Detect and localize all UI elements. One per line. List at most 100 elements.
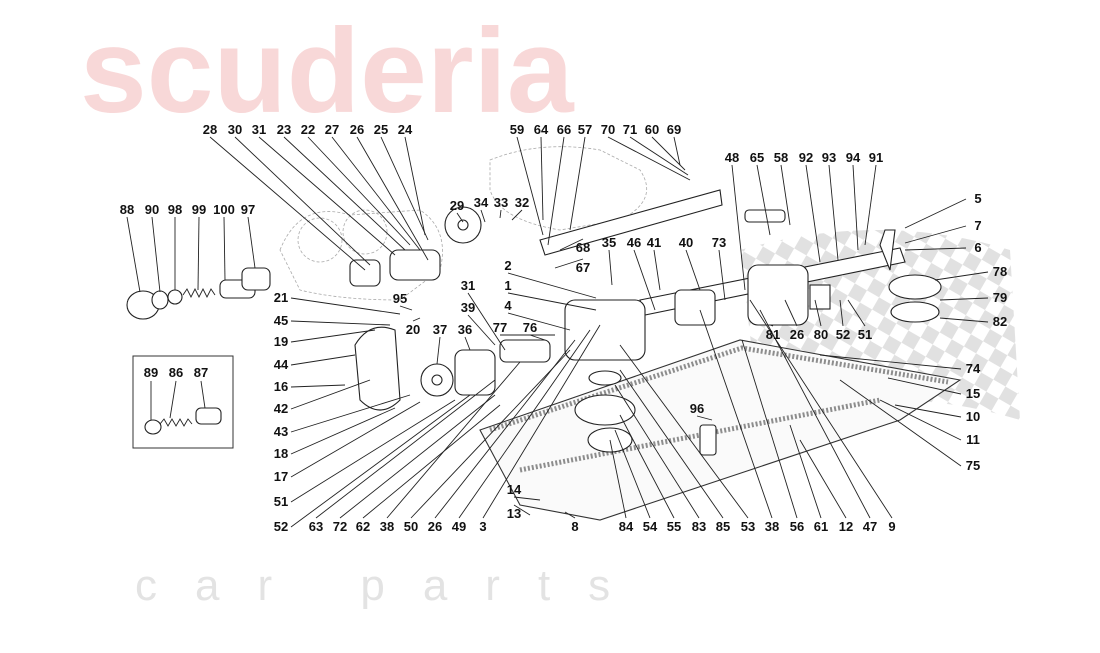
part-label-11[interactable]: 11 xyxy=(966,432,980,447)
part-label-80[interactable]: 80 xyxy=(814,327,828,342)
part-label-25[interactable]: 25 xyxy=(374,122,388,137)
part-label-35[interactable]: 35 xyxy=(602,235,616,250)
part-label-93[interactable]: 93 xyxy=(822,150,836,165)
part-label-69[interactable]: 69 xyxy=(667,122,681,137)
part-label-70[interactable]: 70 xyxy=(601,122,615,137)
part-label-53[interactable]: 53 xyxy=(741,519,755,534)
part-label-41[interactable]: 41 xyxy=(647,235,661,250)
part-label-7[interactable]: 7 xyxy=(974,218,981,233)
part-label-12[interactable]: 12 xyxy=(839,519,853,534)
part-label-71[interactable]: 71 xyxy=(623,122,637,137)
part-label-26[interactable]: 26 xyxy=(428,519,442,534)
part-label-51[interactable]: 51 xyxy=(274,494,288,509)
part-label-75[interactable]: 75 xyxy=(966,458,980,473)
part-label-17[interactable]: 17 xyxy=(274,469,288,484)
part-label-67[interactable]: 67 xyxy=(576,260,590,275)
part-label-5[interactable]: 5 xyxy=(974,191,981,206)
part-label-44[interactable]: 44 xyxy=(274,357,289,372)
part-label-13[interactable]: 13 xyxy=(507,506,521,521)
part-label-78[interactable]: 78 xyxy=(993,264,1007,279)
part-label-43[interactable]: 43 xyxy=(274,424,288,439)
part-label-16[interactable]: 16 xyxy=(274,379,288,394)
part-label-73[interactable]: 73 xyxy=(712,235,726,250)
part-label-91[interactable]: 91 xyxy=(869,150,883,165)
part-label-98[interactable]: 98 xyxy=(168,202,182,217)
part-label-59[interactable]: 59 xyxy=(510,122,524,137)
part-label-39[interactable]: 39 xyxy=(461,300,475,315)
part-label-55[interactable]: 55 xyxy=(667,519,681,534)
part-label-81[interactable]: 81 xyxy=(766,327,780,342)
part-label-58[interactable]: 58 xyxy=(774,150,788,165)
part-label-2[interactable]: 2 xyxy=(504,258,511,273)
part-label-6[interactable]: 6 xyxy=(974,240,981,255)
part-label-38[interactable]: 38 xyxy=(765,519,779,534)
part-label-29[interactable]: 29 xyxy=(450,198,464,213)
part-label-23[interactable]: 23 xyxy=(277,122,291,137)
part-label-64[interactable]: 64 xyxy=(534,122,549,137)
part-label-92[interactable]: 92 xyxy=(799,150,813,165)
part-label-42[interactable]: 42 xyxy=(274,401,288,416)
part-label-3[interactable]: 3 xyxy=(479,519,486,534)
part-label-21[interactable]: 21 xyxy=(274,290,288,305)
part-label-88[interactable]: 88 xyxy=(120,202,134,217)
part-label-62[interactable]: 62 xyxy=(356,519,370,534)
part-label[interactable]: 87 xyxy=(194,365,208,380)
part-label-15[interactable]: 15 xyxy=(966,386,980,401)
part-label-63[interactable]: 63 xyxy=(309,519,323,534)
part-label-100[interactable]: 100 xyxy=(213,202,235,217)
part-label-22[interactable]: 22 xyxy=(301,122,315,137)
part-label-54[interactable]: 54 xyxy=(643,519,658,534)
part-label-36[interactable]: 36 xyxy=(458,322,472,337)
part-label-84[interactable]: 84 xyxy=(619,519,634,534)
part-label-31[interactable]: 31 xyxy=(461,278,475,293)
part-label-76[interactable]: 76 xyxy=(523,320,537,335)
part-label-60[interactable]: 60 xyxy=(645,122,659,137)
part-label-52[interactable]: 52 xyxy=(274,519,288,534)
part-label-56[interactable]: 56 xyxy=(790,519,804,534)
part-label-48[interactable]: 48 xyxy=(725,150,739,165)
part-label-1[interactable]: 1 xyxy=(504,278,511,293)
part-label-61[interactable]: 61 xyxy=(814,519,828,534)
part-label-85[interactable]: 85 xyxy=(716,519,730,534)
part-label-18[interactable]: 18 xyxy=(274,446,288,461)
part-label-33[interactable]: 33 xyxy=(494,195,508,210)
part-label-38[interactable]: 38 xyxy=(380,519,394,534)
part-label-37[interactable]: 37 xyxy=(433,322,447,337)
part-label-83[interactable]: 83 xyxy=(692,519,706,534)
part-label-82[interactable]: 82 xyxy=(993,314,1007,329)
part-label-27[interactable]: 27 xyxy=(325,122,339,137)
part-label-47[interactable]: 47 xyxy=(863,519,877,534)
part-label-52[interactable]: 52 xyxy=(836,327,850,342)
part-label[interactable]: 89 xyxy=(144,365,158,380)
part-label-96[interactable]: 96 xyxy=(690,401,704,416)
part-label-68[interactable]: 68 xyxy=(576,240,590,255)
part-label-51[interactable]: 51 xyxy=(858,327,872,342)
part-label-4[interactable]: 4 xyxy=(504,298,512,313)
part-label-24[interactable]: 24 xyxy=(398,122,413,137)
part-label-32[interactable]: 32 xyxy=(515,195,529,210)
part-label-79[interactable]: 79 xyxy=(993,290,1007,305)
part-label-14[interactable]: 14 xyxy=(507,482,522,497)
part-label-90[interactable]: 90 xyxy=(145,202,159,217)
part-label-26[interactable]: 26 xyxy=(350,122,364,137)
part-label-28[interactable]: 28 xyxy=(203,122,217,137)
part-label-46[interactable]: 46 xyxy=(627,235,641,250)
part-label-50[interactable]: 50 xyxy=(404,519,418,534)
part-label-72[interactable]: 72 xyxy=(333,519,347,534)
part-label-94[interactable]: 94 xyxy=(846,150,861,165)
part-label-77[interactable]: 77 xyxy=(493,320,507,335)
part-label-99[interactable]: 99 xyxy=(192,202,206,217)
part-label-26[interactable]: 26 xyxy=(790,327,804,342)
part-label-40[interactable]: 40 xyxy=(679,235,693,250)
part-label-34[interactable]: 34 xyxy=(474,195,489,210)
part-label-20[interactable]: 20 xyxy=(406,322,420,337)
part-label-30[interactable]: 30 xyxy=(228,122,242,137)
part-label-19[interactable]: 19 xyxy=(274,334,288,349)
part-label-49[interactable]: 49 xyxy=(452,519,466,534)
part-label-31[interactable]: 31 xyxy=(252,122,266,137)
part-label-57[interactable]: 57 xyxy=(578,122,592,137)
part-label-74[interactable]: 74 xyxy=(966,361,981,376)
part-label-65[interactable]: 65 xyxy=(750,150,764,165)
part-label-10[interactable]: 10 xyxy=(966,409,980,424)
part-label-9[interactable]: 9 xyxy=(888,519,895,534)
